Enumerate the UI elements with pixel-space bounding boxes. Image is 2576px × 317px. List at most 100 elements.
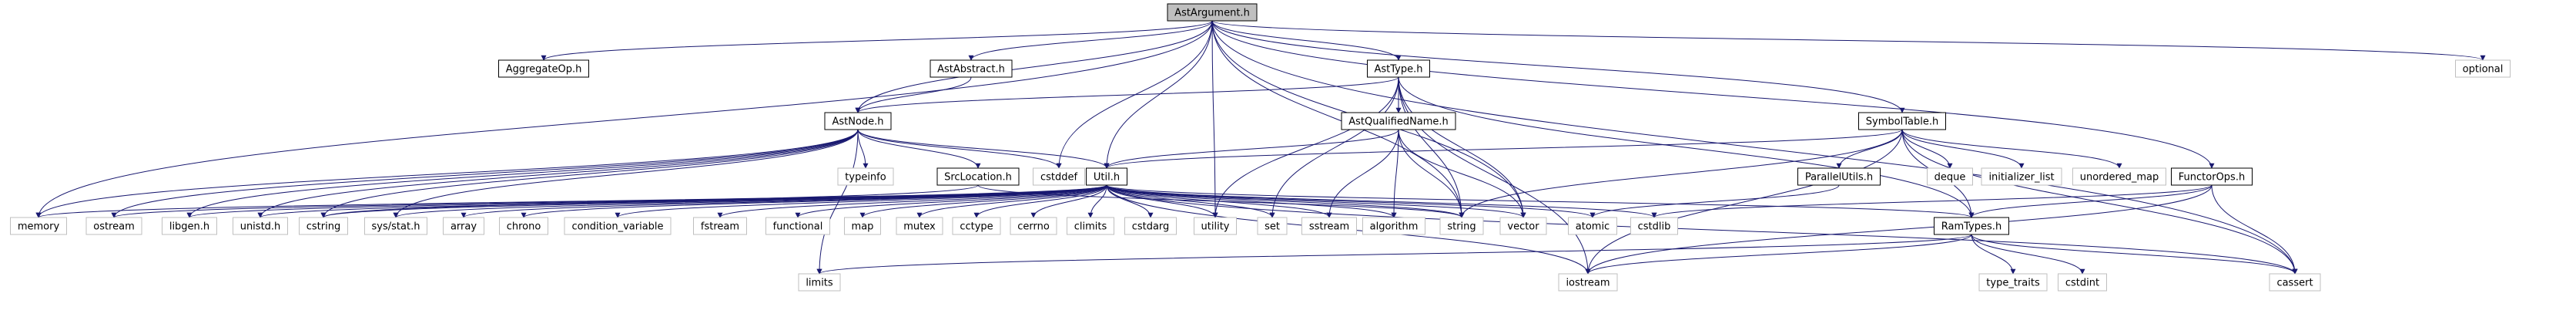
node-deque[interactable]: deque — [1927, 167, 1973, 186]
node-box — [1362, 217, 1425, 235]
node-label: sys/stat.h — [372, 221, 420, 233]
node-label: type_traits — [1986, 278, 2040, 289]
node-label: cerrno — [1017, 221, 1050, 233]
node-label: RamTypes.h — [1941, 221, 2002, 233]
node-ostream[interactable]: ostream — [85, 217, 142, 235]
node-box — [2072, 167, 2166, 186]
node-libgen-h[interactable]: libgen.h — [162, 217, 217, 235]
node-label: limits — [806, 278, 833, 289]
node-iostream[interactable]: iostream — [1558, 273, 1618, 292]
node-climits[interactable]: climits — [1067, 217, 1114, 235]
node-label: cassert — [2276, 278, 2313, 289]
node-asttype-h[interactable]: AstType.h — [1367, 59, 1430, 78]
node-label: utility — [1201, 221, 1230, 233]
node-box — [1439, 217, 1484, 235]
node-label: ostream — [93, 221, 135, 233]
node-map[interactable]: map — [844, 217, 881, 235]
edge-astnode-h-to-limits — [816, 129, 859, 275]
node-astqualifiedname-h[interactable]: AstQualifiedName.h — [1341, 112, 1456, 130]
node-memory[interactable]: memory — [10, 217, 67, 235]
node-mutex[interactable]: mutex — [896, 217, 943, 235]
node-box — [896, 217, 943, 235]
node-label: cstdint — [2065, 278, 2099, 289]
node-cstdarg[interactable]: cstdarg — [1124, 217, 1177, 235]
edge-astqualifiedname-h-to-util-h — [1104, 129, 1399, 169]
edge-symboltable-h-to-string — [1459, 129, 1903, 218]
node-astnode-h[interactable]: AstNode.h — [824, 112, 892, 130]
node-functional[interactable]: functional — [765, 217, 830, 235]
node-unordered-map[interactable]: unordered_map — [2072, 167, 2166, 186]
node-cerrno[interactable]: cerrno — [1010, 217, 1057, 235]
node-cctype[interactable]: cctype — [952, 217, 1001, 235]
node-sys-stat-h[interactable]: sys/stat.h — [364, 217, 427, 235]
node-utility[interactable]: utility — [1194, 217, 1237, 235]
node-label: Util.h — [1094, 172, 1120, 184]
node-sstream[interactable]: sstream — [1301, 217, 1357, 235]
node-functorops-h[interactable]: FunctorOps.h — [2171, 167, 2253, 186]
edge-util-h-to-condition-variable — [615, 184, 1107, 218]
node-array[interactable]: array — [443, 217, 484, 235]
edge-symboltable-h-to-unordered-map — [1901, 129, 2122, 169]
node-string[interactable]: string — [1439, 217, 1484, 235]
node-box — [162, 217, 217, 235]
node-astargument-h[interactable]: AstArgument.h — [1167, 3, 1258, 22]
node-unistd-h[interactable]: unistd.h — [233, 217, 288, 235]
node-srclocation-h[interactable]: SrcLocation.h — [936, 167, 1020, 186]
node-vector[interactable]: vector — [1499, 217, 1547, 235]
node-util-h[interactable]: Util.h — [1086, 167, 1127, 186]
edge-astnode-h-to-ostream — [111, 129, 859, 218]
edge-astnode-h-to-util-h — [857, 129, 1110, 169]
node-box — [443, 217, 484, 235]
node-atomic[interactable]: atomic — [1568, 217, 1617, 235]
edge-util-h-to-fstream — [717, 184, 1107, 218]
node-box — [952, 217, 1001, 235]
node-typeinfo[interactable]: typeinfo — [837, 167, 894, 186]
edge-astargument-h-to-util-h — [1104, 20, 1213, 169]
node-label: atomic — [1576, 221, 1610, 233]
node-aggregateop-h[interactable]: AggregateOp.h — [498, 59, 589, 78]
edge-functorops-h-to-cstdlib — [1651, 184, 2213, 218]
node-box — [364, 217, 427, 235]
node-algorithm[interactable]: algorithm — [1362, 217, 1425, 235]
node-label: unordered_map — [2080, 172, 2159, 184]
node-label: typeinfo — [845, 172, 886, 184]
node-box — [930, 59, 1013, 78]
edge-asttype-h-to-string — [1398, 76, 1465, 218]
edge-astargument-h-to-string — [1211, 20, 1465, 218]
node-cstdint[interactable]: cstdint — [2058, 273, 2107, 292]
edge-util-h-to-cstdlib — [1106, 184, 1657, 218]
node-box — [1167, 3, 1258, 22]
node-astabstract-h[interactable]: AstAbstract.h — [930, 59, 1013, 78]
edge-astnode-h-to-cstddef — [857, 129, 1062, 169]
node-chrono[interactable]: chrono — [499, 217, 548, 235]
node-box — [499, 217, 548, 235]
edge-astargument-h-to-cassert — [1211, 20, 2298, 275]
node-limits[interactable]: limits — [798, 273, 841, 292]
edge-util-h-to-climits — [1087, 184, 1107, 218]
node-cassert[interactable]: cassert — [2269, 273, 2321, 292]
node-label: vector — [1507, 221, 1539, 233]
edge-astabstract-h-to-astnode-h — [855, 76, 972, 113]
node-cstring[interactable]: cstring — [299, 217, 348, 235]
edge-symboltable-h-to-util-h — [1104, 129, 1903, 169]
node-label: initializer_list — [1988, 172, 2054, 184]
node-ramtypes-h[interactable]: RamTypes.h — [1934, 217, 2009, 235]
node-symboltable-h[interactable]: SymbolTable.h — [1858, 112, 1946, 130]
node-cstddef[interactable]: cstddef — [1033, 167, 1085, 186]
node-box — [564, 217, 672, 235]
node-label: fstream — [701, 221, 739, 233]
node-optional[interactable]: optional — [2455, 59, 2511, 78]
node-fstream[interactable]: fstream — [693, 217, 747, 235]
node-box — [1341, 112, 1456, 130]
node-label: AstArgument.h — [1174, 8, 1250, 19]
edge-util-h-to-cassert — [1106, 184, 2298, 275]
node-parallelutils-h[interactable]: ParallelUtils.h — [1797, 167, 1881, 186]
node-initializer-list[interactable]: initializer_list — [1981, 167, 2062, 186]
node-condition-variable[interactable]: condition_variable — [564, 217, 672, 235]
edge-symboltable-h-to-cassert — [1901, 129, 2298, 275]
node-set[interactable]: set — [1257, 217, 1288, 235]
node-type-traits[interactable]: type_traits — [1978, 273, 2048, 292]
edge-asttype-h-to-iostream — [1398, 76, 1591, 275]
node-label: AstType.h — [1375, 64, 1423, 76]
node-cstdlib[interactable]: cstdlib — [1630, 217, 1678, 235]
